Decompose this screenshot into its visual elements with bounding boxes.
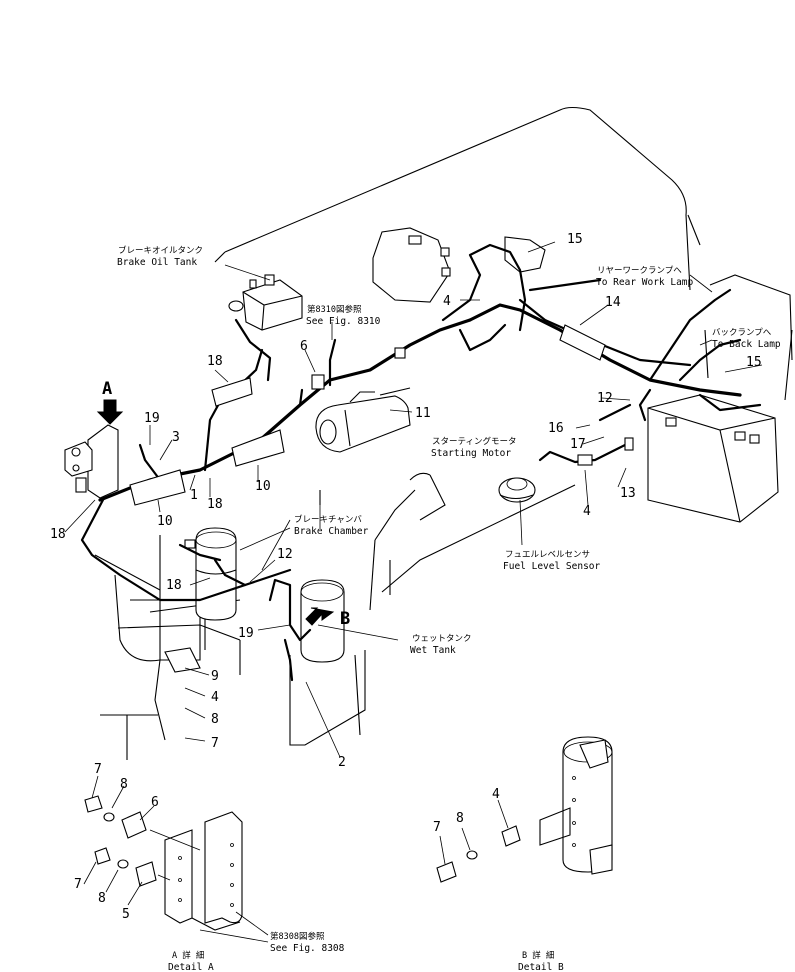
see-fig-8308-label-en: See Fig. 8308: [270, 943, 345, 954]
detail-a-callout-6: 6: [151, 795, 159, 810]
callout-15-right: 15: [746, 355, 762, 370]
callout-4-engine: 4: [443, 294, 451, 309]
callout-numbers: 15 4 14 15 12 16 17 13 4 11 6 18 19 3 1 …: [50, 232, 762, 922]
callout-6: 6: [300, 339, 308, 354]
callout-18-oil: 18: [207, 354, 223, 369]
wet-tank-label-en: Wet Tank: [410, 645, 456, 656]
rear-work-lamp-label-en: To Rear Work Lamp: [596, 277, 694, 288]
callout-11: 11: [415, 406, 431, 421]
callout-4-sensor: 4: [583, 504, 591, 519]
callout-16: 16: [548, 421, 564, 436]
detail-a-callout-8-bottom: 8: [98, 891, 106, 906]
callout-12-right: 12: [597, 391, 613, 406]
see-fig-8308-label-jp: 第8308図参照: [270, 931, 325, 942]
engine-block: [372, 227, 546, 303]
back-lamp-label-en: To Back Lamp: [712, 339, 781, 350]
brake-chamber-label-en: Brake Chamber: [294, 526, 369, 537]
callout-4-bracket: 4: [211, 690, 219, 705]
view-arrow-b: B: [305, 607, 350, 629]
callout-3: 3: [172, 430, 180, 445]
back-lamp-label-jp: バックランプへ: [712, 328, 772, 338]
callout-10-left: 10: [157, 514, 173, 529]
detail-b-callout-7: 7: [433, 820, 441, 835]
callout-15-top: 15: [567, 232, 583, 247]
detail-b: [436, 736, 613, 883]
leader-lines: [64, 241, 763, 758]
callout-14: 14: [605, 295, 621, 310]
detail-a-callout-8-top: 8: [120, 777, 128, 792]
callout-9: 9: [211, 669, 219, 684]
rear-work-lamp-label-jp: リヤーワークランプへ: [597, 266, 682, 276]
callout-7: 7: [211, 736, 219, 751]
callout-12-left: 12: [277, 547, 293, 562]
see-fig-8310-label-en: See Fig. 8310: [306, 316, 381, 327]
detail-a: [83, 775, 269, 943]
callout-2: 2: [338, 755, 346, 770]
fuel-level-sensor: [498, 477, 536, 503]
brake-chamber-label-jp: ブレーキチャンバ: [294, 514, 362, 525]
callout-1: 1: [190, 488, 198, 503]
callout-17: 17: [570, 437, 586, 452]
wet-tank-label-jp: ウェットタンク: [412, 634, 472, 644]
callout-18-mid: 18: [207, 497, 223, 512]
view-arrow-a-label: A: [102, 379, 112, 399]
callout-19-left: 19: [144, 411, 160, 426]
starting-motor-label-jp: スターティングモータ: [432, 436, 517, 447]
callout-13: 13: [620, 486, 636, 501]
detail-a-title-jp: A 詳 細: [172, 950, 204, 961]
callout-19-chamber: 19: [238, 626, 254, 641]
detail-a-callout-5: 5: [122, 907, 130, 922]
brake-oil-tank-label-en: Brake Oil Tank: [117, 257, 197, 268]
detail-b-callout-8: 8: [456, 811, 464, 826]
see-fig-8310-label-jp: 第8310図参照: [307, 304, 362, 315]
detail-a-title-en: Detail A: [168, 962, 214, 972]
detail-a-callout-7-top: 7: [94, 762, 102, 777]
brake-oil-tank-label-jp: ブレーキオイルタンク: [118, 245, 203, 256]
callout-10-mid: 10: [255, 479, 271, 494]
annotation-labels: ブレーキオイルタンク Brake Oil Tank 第8310図参照 See F…: [117, 245, 781, 972]
callout-18-chamber: 18: [166, 578, 182, 593]
view-arrow-a: A: [96, 379, 124, 425]
view-arrow-b-label: B: [340, 609, 350, 629]
wet-tank: [300, 579, 345, 663]
detail-b-callout-4: 4: [492, 787, 500, 802]
detail-a-callout-7-bottom: 7: [74, 877, 82, 892]
callout-8: 8: [211, 712, 219, 727]
brake-oil-tank: [228, 274, 303, 331]
fuel-level-sensor-label-en: Fuel Level Sensor: [503, 561, 601, 572]
fuel-level-sensor-label-jp: フュエルレベルセンサ: [505, 550, 590, 560]
relay-bracket-a: [64, 424, 119, 499]
detail-b-title-en: Detail B: [518, 962, 564, 972]
callout-18-far-left: 18: [50, 527, 66, 542]
starting-motor-label-en: Starting Motor: [431, 448, 511, 459]
starting-motor: [315, 387, 411, 453]
battery: [647, 274, 793, 523]
harness-clamps: [129, 324, 634, 506]
machine-body-outline: [94, 106, 701, 760]
detail-b-title-jp: B 詳 細: [522, 950, 554, 961]
